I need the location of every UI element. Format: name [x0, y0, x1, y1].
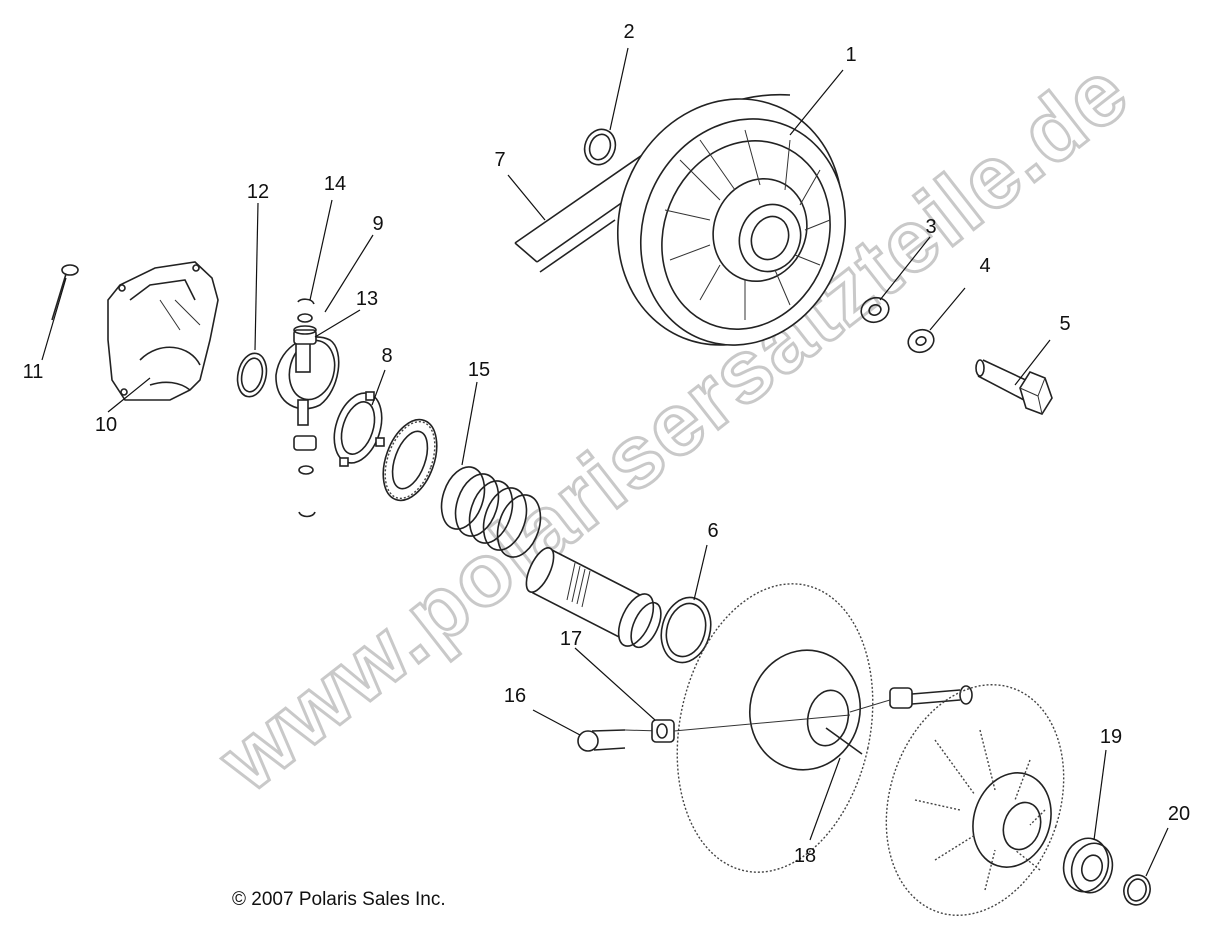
roller-17: [651, 719, 675, 743]
bolt-5: [975, 359, 1053, 415]
spring-15: [440, 466, 542, 558]
callout-8: 8: [381, 345, 392, 367]
bearing-19: [1062, 837, 1114, 894]
pin-clip-14: [297, 298, 315, 305]
callout-10: 10: [95, 414, 117, 436]
callout-12: 12: [247, 181, 269, 203]
screw-11: [51, 264, 79, 321]
callout-3: 3: [925, 216, 936, 238]
clutch-cover: [107, 261, 219, 401]
callout-1: 1: [845, 44, 856, 66]
o-ring-6: [660, 596, 712, 664]
spring-seat: [382, 418, 438, 502]
callout-17: 17: [560, 628, 582, 650]
callout-6: 6: [707, 520, 718, 542]
callout-11: 11: [23, 361, 44, 383]
callout-4: 4: [979, 255, 990, 277]
pin-18: [825, 727, 863, 755]
callout-19: 19: [1100, 726, 1122, 748]
spider-washer-8: [333, 391, 385, 467]
moveable-sheave: [676, 583, 874, 873]
callout-7: 7: [494, 149, 505, 171]
roller-right: [849, 685, 973, 713]
shaft-bushing: [525, 546, 662, 649]
spider-assembly: [275, 336, 340, 426]
callout-14: 14: [324, 173, 346, 195]
pin-16: [577, 729, 661, 752]
callout-2: 2: [623, 21, 634, 43]
stationary-sheave: [885, 684, 1065, 916]
drive-clutch-sheave: [616, 98, 847, 346]
callout-18: 18: [794, 845, 816, 867]
callout-16: 16: [504, 685, 526, 707]
callout-9: 9: [372, 213, 383, 235]
leader-lines: [41, 47, 1169, 877]
washer-2: [583, 128, 617, 166]
copyright-notice: © 2007 Polaris Sales Inc.: [232, 889, 446, 910]
assembly-line: [673, 714, 851, 732]
lower-roller-stack: [293, 435, 317, 518]
roller-13: [293, 325, 317, 345]
washer-9: [297, 313, 313, 323]
washer-4: [907, 328, 935, 354]
snap-ring-12: [236, 352, 268, 398]
callout-5: 5: [1059, 313, 1070, 335]
callout-20: 20: [1168, 803, 1190, 825]
washer-3: [860, 296, 890, 324]
snap-ring-20: [1123, 874, 1151, 906]
callout-13: 13: [356, 288, 378, 310]
callout-15: 15: [468, 359, 490, 381]
